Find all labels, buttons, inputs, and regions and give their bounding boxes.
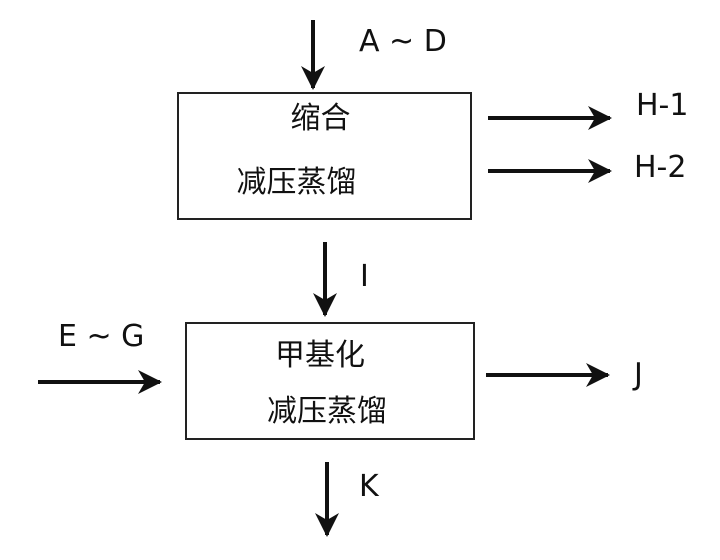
box-2-line-2: 减压蒸馏: [267, 394, 387, 429]
box-1-line-2: 减压蒸馏: [236, 165, 357, 200]
box-2-line-1: 甲基化: [275, 338, 365, 373]
label-output-h2: H-2: [634, 150, 687, 185]
label-output-j: J: [634, 357, 643, 392]
process-box-methylation: 甲基化 减压蒸馏: [185, 322, 475, 440]
label-input-a-d: A ~ D: [359, 24, 447, 59]
process-box-condensation: 缩合 减压蒸馏: [177, 92, 472, 220]
label-intermediate-i: I: [360, 259, 369, 294]
box-1-line-1: 缩合: [290, 101, 351, 136]
label-output-k: K: [359, 469, 379, 504]
label-output-h1: H-1: [636, 88, 689, 123]
label-input-e-g: E ~ G: [58, 319, 145, 354]
